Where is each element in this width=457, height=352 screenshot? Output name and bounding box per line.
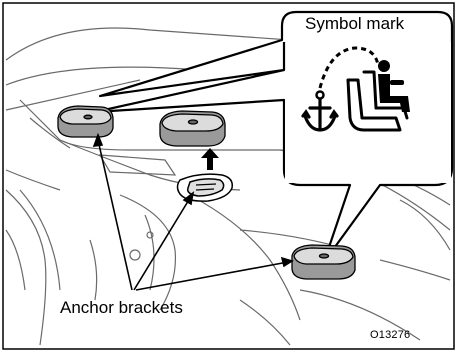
figure-frame <box>2 2 455 350</box>
figure-code: O13276 <box>370 329 411 341</box>
tether-cover <box>176 173 234 202</box>
left-anchor-bracket <box>57 105 114 138</box>
up-arrow-icon <box>201 148 219 170</box>
middle-anchor-bracket <box>159 110 226 147</box>
right-anchor-bracket <box>291 244 356 280</box>
child-seated-icon <box>378 60 410 112</box>
symbol-mark-label: Symbol mark <box>305 14 405 33</box>
anchor-brackets-label: Anchor brackets <box>60 298 183 317</box>
symbol-mark-callout <box>93 10 454 264</box>
bracket-icon <box>57 105 356 280</box>
anchor-bracket-leader-lines <box>92 132 294 291</box>
anchor-icon <box>301 90 339 132</box>
dashed-arrow-path <box>318 46 380 89</box>
